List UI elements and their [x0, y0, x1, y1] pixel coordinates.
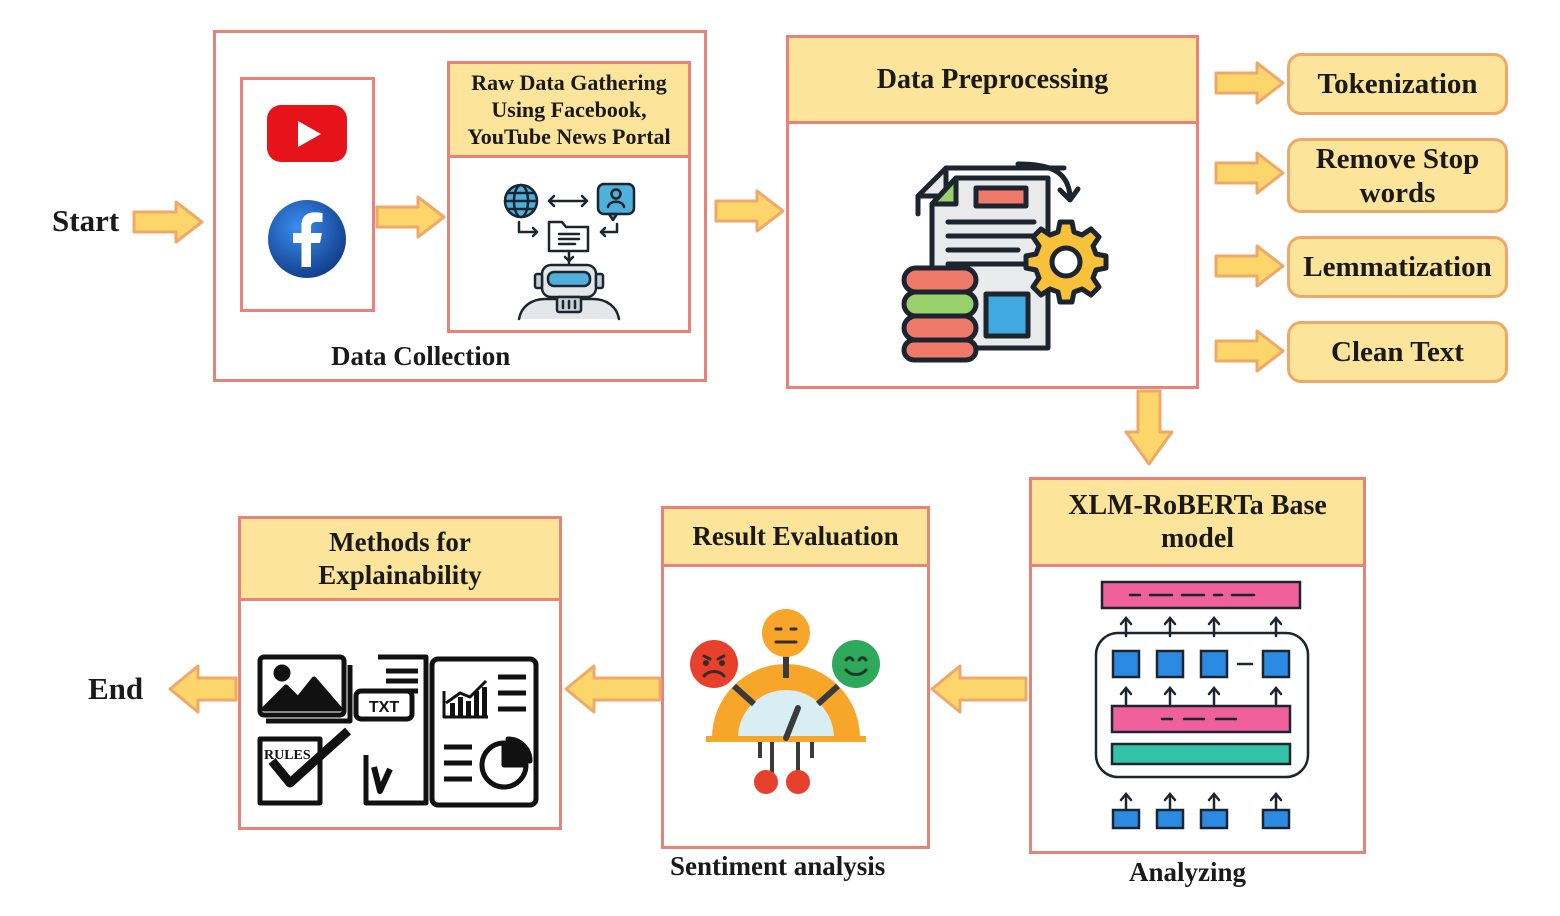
arrow-end [168, 664, 238, 714]
document-settings-icon [901, 161, 1109, 363]
arrow-evaluation-to-explainability [564, 664, 662, 714]
raw-data-gathering-header: Raw Data Gathering Using Facebook, YouTu… [450, 64, 688, 158]
start-label: Start [52, 203, 120, 238]
step-tokenization: Tokenization [1287, 53, 1508, 115]
step-remove-stop-words: Remove Stop words [1287, 138, 1508, 213]
explainability-methods-icon: TXT RULES [257, 654, 539, 808]
arrow-to-remove-stop-words [1214, 151, 1285, 195]
data-preprocessing-header: Data Preprocessing [789, 38, 1196, 124]
arrow-preprocessing-to-model [1124, 389, 1174, 466]
data-collection-caption: Data Collection [331, 341, 511, 371]
txt-label: TXT [369, 699, 399, 716]
arrow-model-to-evaluation [930, 664, 1028, 714]
arrow-to-tokenization [1214, 61, 1285, 105]
explainability-header: Methods for Explainability [241, 519, 559, 601]
result-evaluation-header: Result Evaluation [664, 509, 927, 567]
data-gathering-robot-icon [503, 182, 636, 321]
facebook-icon [268, 200, 346, 278]
xlm-roberta-header: XLM-RoBERTa Base model [1032, 480, 1363, 567]
sentiment-analysis-caption: Sentiment analysis [670, 851, 886, 881]
rules-label: RULES [264, 748, 311, 763]
step-clean-text: Clean Text [1287, 321, 1508, 383]
step-lemmatization: Lemmatization [1287, 236, 1508, 298]
youtube-icon [267, 105, 347, 162]
transformer-architecture-icon [1094, 580, 1310, 830]
arrow-to-clean-text [1214, 329, 1285, 373]
arrow-collection-to-preprocessing [714, 189, 785, 233]
analyzing-caption: Analyzing [1129, 857, 1247, 887]
arrow-start [132, 200, 204, 244]
end-label: End [88, 671, 144, 706]
arrow-to-lemmatization [1214, 244, 1285, 288]
sentiment-gauge-icon [690, 609, 880, 794]
arrow-sources-to-raw [375, 195, 446, 239]
